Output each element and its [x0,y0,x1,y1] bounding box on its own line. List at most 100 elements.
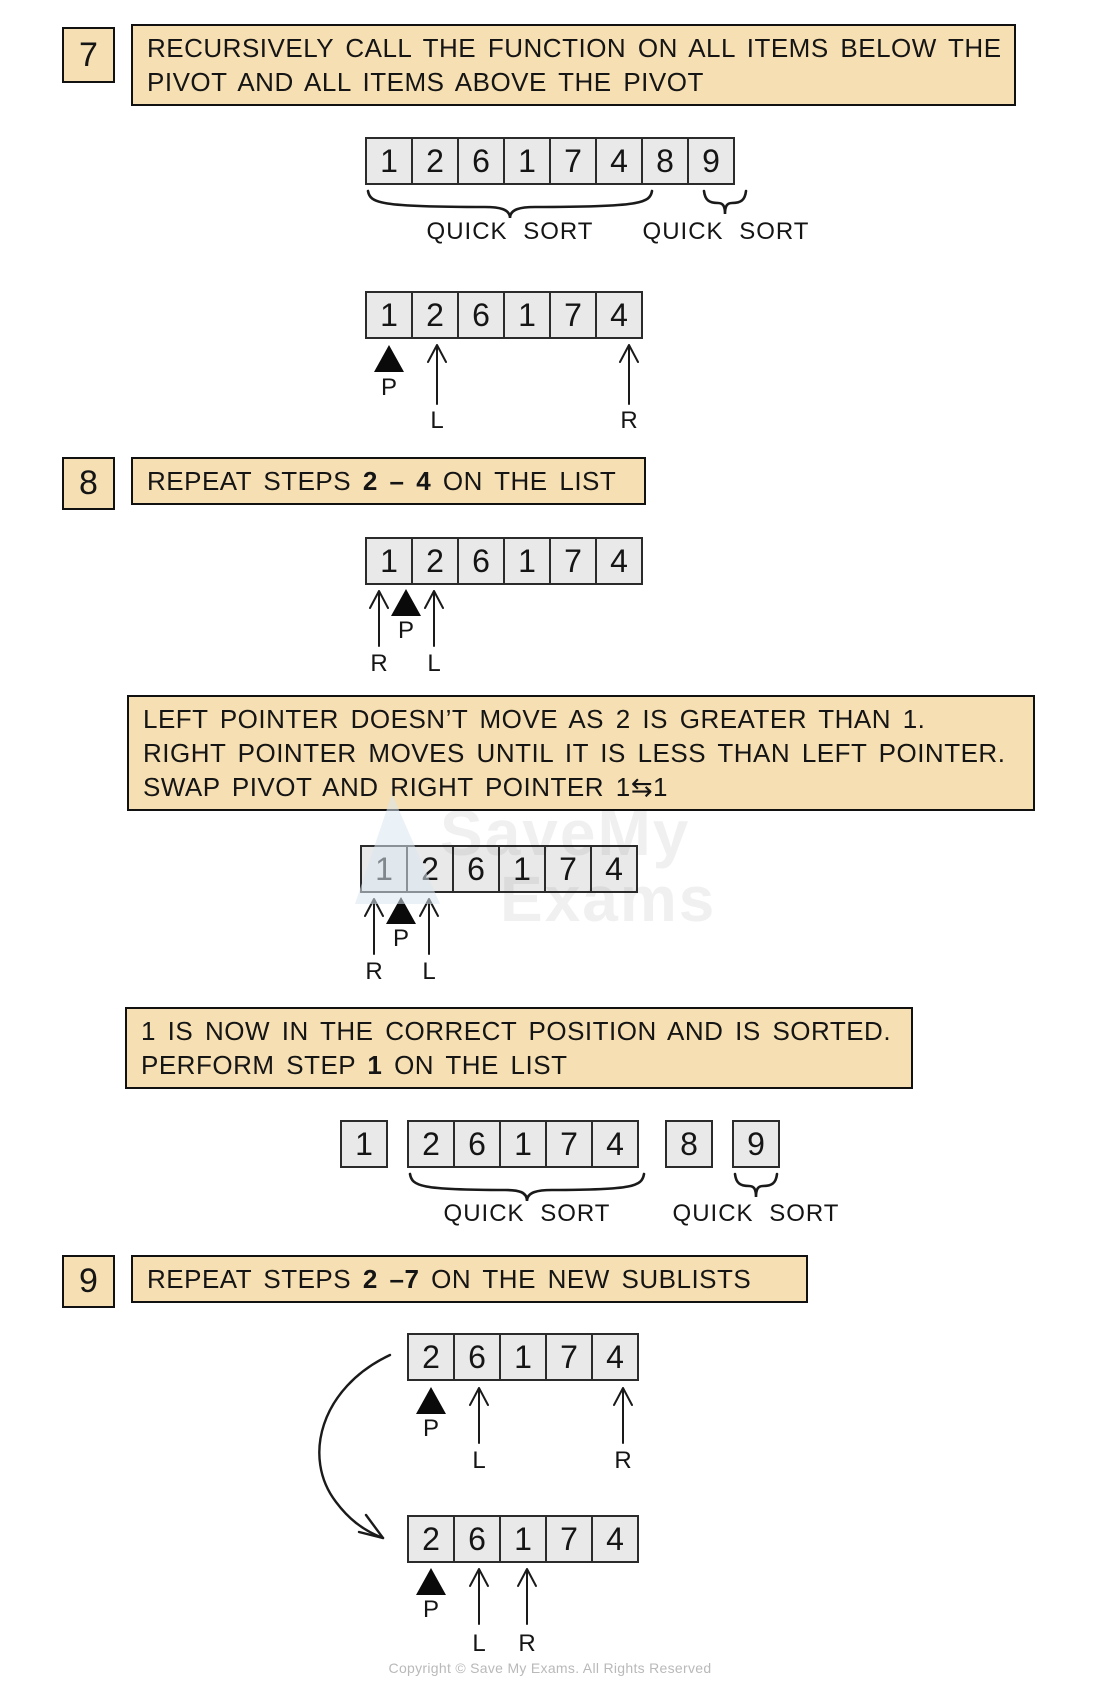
right-pointer-arrow-icon [517,1568,537,1625]
array-cell: 1 [503,137,551,185]
step8-text-bold: 2 – 4 [362,466,432,496]
pointer-label-pivot: P [380,374,397,401]
array-cell: 1 [503,537,551,585]
pivot-pointer-icon [416,1568,446,1595]
note-swap-box: LEFT POINTER DOESN’T MOVE AS 2 IS GREATE… [127,695,1035,811]
array-cell: 4 [591,1515,639,1563]
array-cell: 1 [365,291,413,339]
step7-text-line2: PIVOT AND ALL ITEMS ABOVE THE PIVOT [147,67,704,97]
array-cell: 8 [641,137,689,185]
array-cell: 4 [591,1120,639,1168]
array-sublist-nine: 9 [732,1120,780,1168]
note-sorted-line2-suffix: ON THE LIST [382,1050,568,1080]
array-cell: 7 [549,137,597,185]
pointer-label-left: L [422,958,436,985]
note-swap-line1: LEFT POINTER DOESN’T MOVE AS 2 IS GREATE… [143,704,926,734]
array-pivot-eight: 8 [665,1120,713,1168]
step9-text-suffix: ON THE NEW SUBLISTS [419,1264,752,1294]
array-cell: 1 [499,1333,547,1381]
array-sorted-one: 1 [340,1120,388,1168]
array-cell: 2 [407,1120,455,1168]
quick-sort-label-left: QUICK SORT [443,1200,611,1227]
step9-number-badge: 9 [62,1255,115,1308]
quick-sort-brace-right [702,189,748,215]
pivot-pointer-icon [386,897,416,924]
array-cell: 7 [549,291,597,339]
array-cell: 9 [687,137,735,185]
array-cell: 1 [499,1515,547,1563]
pointer-label-pivot: P [397,617,414,644]
array-cell: 6 [453,1120,501,1168]
note-sorted-line2-prefix: PERFORM STEP [141,1050,368,1080]
pointer-label-left: L [430,407,444,434]
array-cell: 6 [452,845,500,893]
pointer-label-pivot: P [392,925,409,952]
note-sorted-line2: PERFORM STEP 1 ON THE LIST [141,1048,897,1082]
array-cell: 2 [411,291,459,339]
left-pointer-arrow-icon [424,590,444,647]
right-pointer-arrow-icon [619,344,639,405]
pointer-label-left: L [472,1630,486,1657]
pointer-label-right: R [365,958,383,985]
step9-text: REPEAT STEPS [147,1264,363,1294]
left-pointer-arrow-icon [469,1568,489,1625]
step7-number: 7 [79,35,98,74]
pointer-label-pivot: P [422,1596,439,1623]
step9-number: 9 [79,1262,98,1300]
array-cell: 6 [457,137,505,185]
array-cell: 6 [457,291,505,339]
array-cell: 2 [411,537,459,585]
pointer-label-right: R [614,1447,632,1474]
quick-sort-label-right: QUICK SORT [672,1200,840,1227]
step8-text-suffix: ON THE LIST [431,466,617,496]
array-cell: 7 [549,537,597,585]
array-cell: 9 [732,1120,780,1168]
pointer-label-right: R [620,407,638,434]
pivot-pointer-icon [374,345,404,372]
step9-instruction-box: REPEAT STEPS 2 –7 ON THE NEW SUBLISTS [131,1255,808,1303]
pointer-label-pivot: P [422,1415,439,1442]
step8-text: REPEAT STEPS [147,466,363,496]
quick-sort-label-left: QUICK SORT [426,218,594,245]
array-cell: 1 [503,291,551,339]
step7-text-line1: RECURSIVELY CALL THE FUNCTION ON ALL ITE… [147,33,1002,63]
right-pointer-arrow-icon [613,1387,633,1444]
pointer-label-right: R [370,650,388,677]
step7-number-badge: 7 [62,27,115,83]
array-cell: 7 [545,1333,593,1381]
left-pointer-arrow-icon [469,1387,489,1444]
quick-sort-brace-right [733,1172,779,1198]
quick-sort-brace-left [408,1172,646,1202]
pointer-label-left: L [427,650,441,677]
array-cell: 7 [544,845,592,893]
array-cell: 7 [545,1515,593,1563]
array-cell: 2 [407,1333,455,1381]
array-cell: 6 [453,1333,501,1381]
array-cell: 4 [595,137,643,185]
array-cell: 1 [365,137,413,185]
array-cell: 2 [406,845,454,893]
array-cell: 4 [590,845,638,893]
right-pointer-arrow-icon [369,590,389,647]
note-swap-line3: SWAP PIVOT AND RIGHT POINTER 1⇆1 [143,772,668,802]
array-cell: 4 [595,537,643,585]
array-cell: 7 [545,1120,593,1168]
array-cell: 1 [499,1120,547,1168]
array-cell: 2 [411,137,459,185]
array-cell: 4 [595,291,643,339]
step8-instruction-box: REPEAT STEPS 2 – 4 ON THE LIST [131,457,646,505]
recursion-arrow-icon [318,1353,392,1540]
pointer-label-right: R [518,1630,536,1657]
array-cell: 2 [407,1515,455,1563]
step8-number: 8 [79,464,98,502]
quick-sort-label-right: QUICK SORT [642,218,810,245]
note-sorted-box: 1 IS NOW IN THE CORRECT POSITION AND IS … [125,1007,913,1089]
step8-number-badge: 8 [62,457,115,510]
